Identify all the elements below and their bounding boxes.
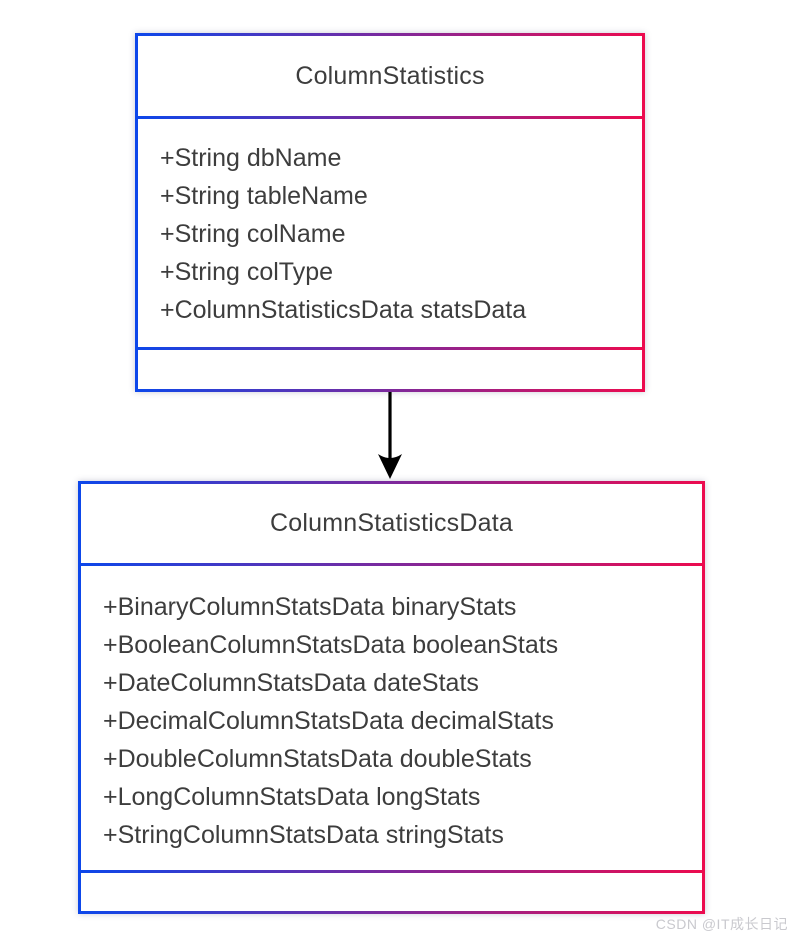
attributes-compartment: +String dbName +String tableName +String… <box>138 119 642 347</box>
attribute-row: +String colName <box>160 219 346 248</box>
compartment-divider <box>138 347 642 350</box>
attribute-row: +BinaryColumnStatsData binaryStats <box>103 592 517 621</box>
methods-compartment-empty <box>81 873 702 911</box>
attribute-row: +String tableName <box>160 181 368 210</box>
compartment-divider <box>138 116 642 119</box>
methods-compartment-empty <box>138 350 642 389</box>
compartment-divider <box>81 870 702 873</box>
attribute-row: +DecimalColumnStatsData decimalStats <box>103 706 554 735</box>
attribute-row: +BooleanColumnStatsData booleanStats <box>103 630 559 659</box>
association-arrow <box>378 392 402 479</box>
attribute-row: +DateColumnStatsData dateStats <box>103 668 479 697</box>
csdn-watermark: CSDN @IT成长日记 <box>655 916 788 932</box>
attribute-row: +ColumnStatisticsData statsData <box>160 295 527 324</box>
compartment-divider <box>81 563 702 566</box>
class-box-columnstatistics: ColumnStatistics +String dbName +String … <box>135 33 645 392</box>
attribute-row: +String colType <box>160 257 334 286</box>
attribute-row: +String dbName <box>160 143 342 172</box>
attribute-row: +LongColumnStatsData longStats <box>103 782 481 811</box>
attribute-row: +DoubleColumnStatsData doubleStats <box>103 744 532 773</box>
attributes-compartment: +BinaryColumnStatsData binaryStats +Bool… <box>81 566 702 870</box>
class-box-columnstatisticsdata: ColumnStatisticsData +BinaryColumnStatsD… <box>78 481 705 914</box>
class-title: ColumnStatisticsData <box>270 509 513 537</box>
attribute-row: +StringColumnStatsData stringStats <box>103 820 504 849</box>
class-title: ColumnStatistics <box>295 61 485 90</box>
